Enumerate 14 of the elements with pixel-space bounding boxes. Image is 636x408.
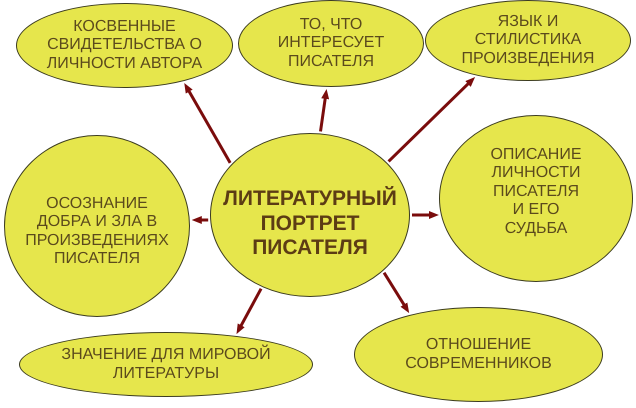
- arrow: [412, 211, 439, 219]
- topic-text: ОТНОШЕНИЕ СОВРЕМЕННИКОВ: [404, 336, 553, 373]
- topic-text: КОСВЕННЫЕ СВИДЕТЕЛЬСТВА О ЛИЧНОСТИ АВТОРА: [46, 18, 204, 74]
- central-title: ЛИТЕРАТУРНЫЙ ПОРТРЕТ ПИСАТЕЛЯ: [222, 187, 398, 261]
- topic-text: ТО, ЧТО ИНТЕРЕСУЕТ ПИСАТЕЛЯ: [276, 16, 386, 72]
- arrow: [184, 82, 232, 164]
- arrow: [319, 88, 330, 132]
- topic-text: ЗНАЧЕНИЕ ДЛЯ МИРОВОЙ ЛИТЕРАТУРЫ: [60, 346, 272, 383]
- topic-text: ОСОЗНАНИЕ ДОБРА И ЗЛА В ПРОИЗВЕДЕНИЯХ ПИСАТЕЛЯ: [24, 194, 170, 268]
- topic-text: ЯЗЫК И СТИЛИСТИКА ПРОИЗВЕДЕНИЯ: [460, 12, 596, 68]
- arrow: [388, 76, 476, 162]
- arrow: [382, 272, 410, 314]
- arrow: [192, 216, 208, 224]
- topic-text: ОПИСАНИЕ ЛИЧНОСТИ ПИСАТЕЛЯ И ЕГО СУДЬБА: [489, 146, 583, 238]
